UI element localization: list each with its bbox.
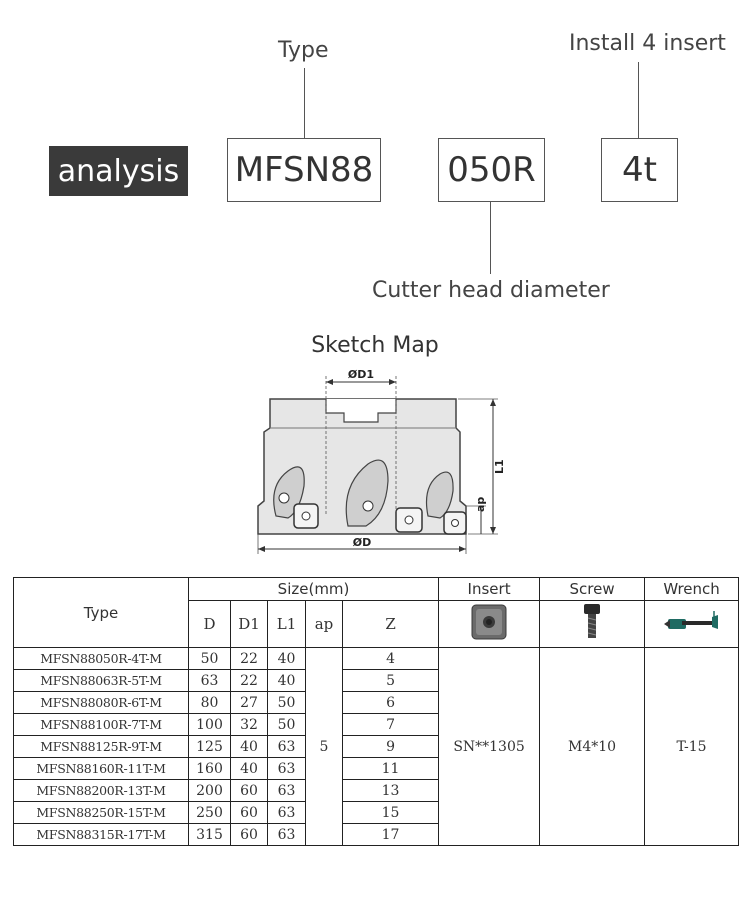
cutter-sketch: ØD1 L1 ap ØD — [257, 368, 506, 554]
insert-icon — [471, 604, 507, 640]
col-z: Z — [341, 600, 440, 648]
col-d: D — [188, 600, 231, 648]
wrench-icon — [663, 611, 718, 629]
wrench-image — [644, 600, 740, 648]
table-row: MFSN88100R-7T-M 100 32 50 7 — [13, 713, 739, 736]
screw-header: Screw — [539, 577, 646, 601]
insert-cell: SN**1305 — [438, 647, 541, 846]
install-callout-line — [638, 62, 639, 138]
screw-icon — [584, 604, 601, 638]
type-callout-line — [304, 68, 305, 138]
ap-cell: 5 — [305, 647, 343, 846]
install-callout: Install 4 insert — [569, 31, 726, 56]
code-teeth-box: 4t — [601, 138, 678, 202]
sketch-ap-label: ap — [474, 497, 487, 512]
table-row: MFSN88063R-5T-M 63 22 40 5 — [13, 669, 739, 692]
size-header: Size(mm) — [187, 577, 440, 601]
wrench-cell: T-15 — [644, 647, 740, 846]
spec-table: Type Size(mm) Insert Screw Wrench D D1 L… — [13, 577, 740, 846]
analysis-label: analysis — [49, 146, 188, 196]
insert-header: Insert — [438, 577, 541, 601]
table-row: MFSN88160R-11T-M 160 40 63 11 — [13, 757, 739, 780]
table-row: MFSN88080R-6T-M 80 27 50 6 — [13, 691, 739, 714]
table-row: MFSN88050R-4T-M 50 22 40 5 4 SN**1305 M4… — [13, 647, 740, 846]
sketch-l1-label: L1 — [493, 459, 506, 474]
insert-image — [438, 600, 541, 648]
type-header: Type — [13, 577, 189, 648]
code-diameter-box: 050R — [438, 138, 545, 202]
screw-cell: M4*10 — [539, 647, 646, 846]
sketch-title: Sketch Map — [311, 333, 439, 358]
type-callout: Type — [278, 38, 329, 63]
table-row: MFSN88200R-13T-M 200 60 63 13 — [13, 779, 739, 802]
sketch-d1-label: ØD1 — [348, 368, 374, 381]
col-d1: D1 — [230, 600, 268, 648]
col-l1: L1 — [267, 600, 306, 648]
screw-image — [539, 600, 646, 648]
wrench-header: Wrench — [644, 577, 740, 601]
table-row: MFSN88315R-17T-M 315 60 63 17 — [13, 823, 739, 846]
sketch-d-label: ØD — [353, 536, 371, 549]
diameter-callout-line — [490, 202, 491, 274]
col-ap: ap — [305, 600, 343, 648]
code-series-box: MFSN88 — [227, 138, 381, 202]
diameter-callout: Cutter head diameter — [372, 278, 610, 303]
